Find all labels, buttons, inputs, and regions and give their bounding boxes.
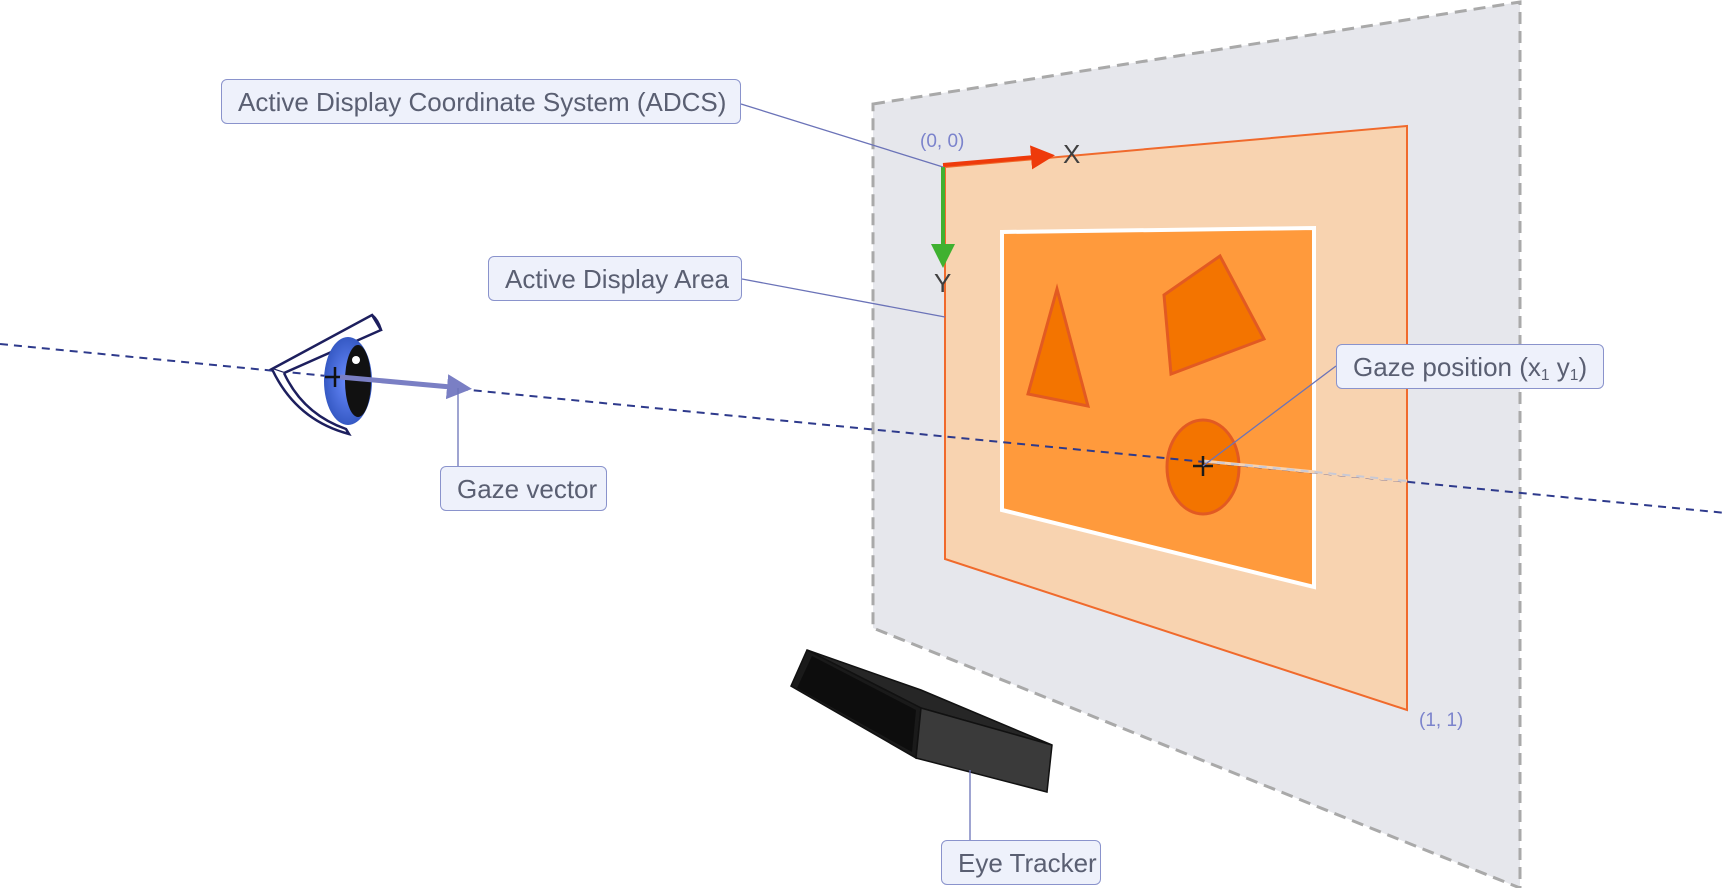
gaze-position-callout: Gaze position (x1 y1): [1336, 344, 1604, 389]
gaze-position-sub-x: 1: [1540, 366, 1550, 384]
eye-tracker-device: [790, 648, 1053, 793]
eye-icon: [268, 313, 383, 436]
gaze-position-mid: y: [1549, 352, 1570, 382]
eye-tracker-callout: Eye Tracker: [941, 840, 1101, 885]
gaze-position-sub-y: 1: [1569, 366, 1579, 384]
gaze-vector-callout: Gaze vector: [440, 466, 607, 511]
origin-coordinate: (0, 0): [920, 131, 965, 152]
leader-lines: [457, 103, 1337, 840]
triangle-shape: [1026, 283, 1091, 408]
gaze-line: [0, 343, 1726, 514]
display-area-callout: Active Display Area: [488, 256, 742, 301]
y-axis-label: Y: [934, 268, 952, 298]
gaze-line-faded: [1202, 460, 1408, 482]
corner-coordinate: (1, 1): [1419, 710, 1464, 731]
x-axis-arrow: [942, 145, 1055, 170]
x-axis-label: X: [1063, 139, 1081, 169]
pentagon-shape: [1162, 253, 1267, 377]
adcs-callout: Active Display Coordinate System (ADCS): [221, 79, 741, 124]
gaze-vector-arrow: [339, 374, 472, 400]
gaze-position-text: Gaze position (x: [1353, 352, 1541, 382]
gaze-position-end: ): [1578, 352, 1588, 382]
